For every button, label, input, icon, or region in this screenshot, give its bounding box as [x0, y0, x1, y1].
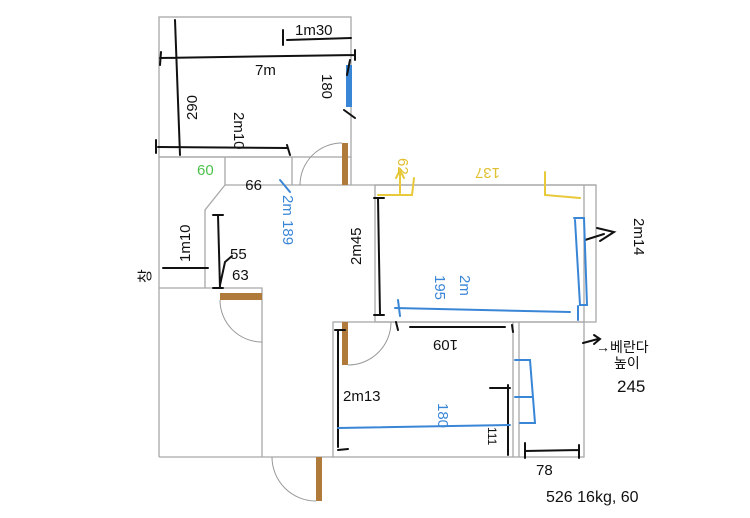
door-entrance [316, 457, 322, 501]
label-balcony-height: 245 [617, 377, 645, 396]
label-footer-note: 526 16kg, 60 [546, 489, 639, 506]
label-yellow-left: 62 [394, 158, 411, 175]
walls [158, 16, 597, 458]
label-corridor-blue: 2m 189 [279, 195, 296, 245]
label-left-dim-b: 63 [232, 267, 249, 284]
label-big-room-height: 2m45 [348, 227, 365, 265]
label-corridor-width: 99 [245, 176, 262, 193]
label-closet-width: 60 [197, 162, 214, 179]
closet-wall [159, 156, 293, 185]
label-big-room-side: 2m14 [630, 218, 647, 256]
door-small-room [342, 322, 348, 365]
label-top-room-width-partial: 1m30 [295, 22, 333, 39]
label-small-room-height: 2m13 [343, 388, 381, 405]
label-left-mark: 창 [137, 269, 154, 283]
label-small-room-side: 111 [485, 427, 499, 446]
corridor-wall [204, 184, 596, 288]
label-yellow-top: 137 [475, 164, 500, 181]
ink-marks [155, 19, 617, 459]
label-top-room-inner: 2m10 [230, 112, 247, 150]
label-top-room-width: 7m [255, 62, 276, 79]
label-big-room-blue-a: 2m [456, 275, 473, 296]
label-top-room-height: 290 [184, 95, 201, 120]
label-small-room-blue: 180 [434, 403, 451, 428]
door-swing [299, 142, 343, 186]
big-room-wall [374, 184, 597, 323]
small-room-wall [332, 321, 585, 458]
label-balcony-note-1: →베란다 [596, 339, 649, 355]
label-top-window: 180 [318, 74, 335, 99]
label-left-dim-a: 55 [230, 246, 247, 263]
label-balcony-note-2: 높이 [614, 355, 640, 371]
label-left-wall-length: 1m10 [177, 224, 194, 262]
label-small-room-width: 109 [433, 336, 458, 353]
label-big-room-blue-b: 195 [431, 275, 448, 300]
window-top-room [346, 65, 352, 107]
door-left [220, 293, 262, 300]
door-top-room [342, 143, 348, 185]
label-balcony-width: 78 [536, 462, 553, 479]
